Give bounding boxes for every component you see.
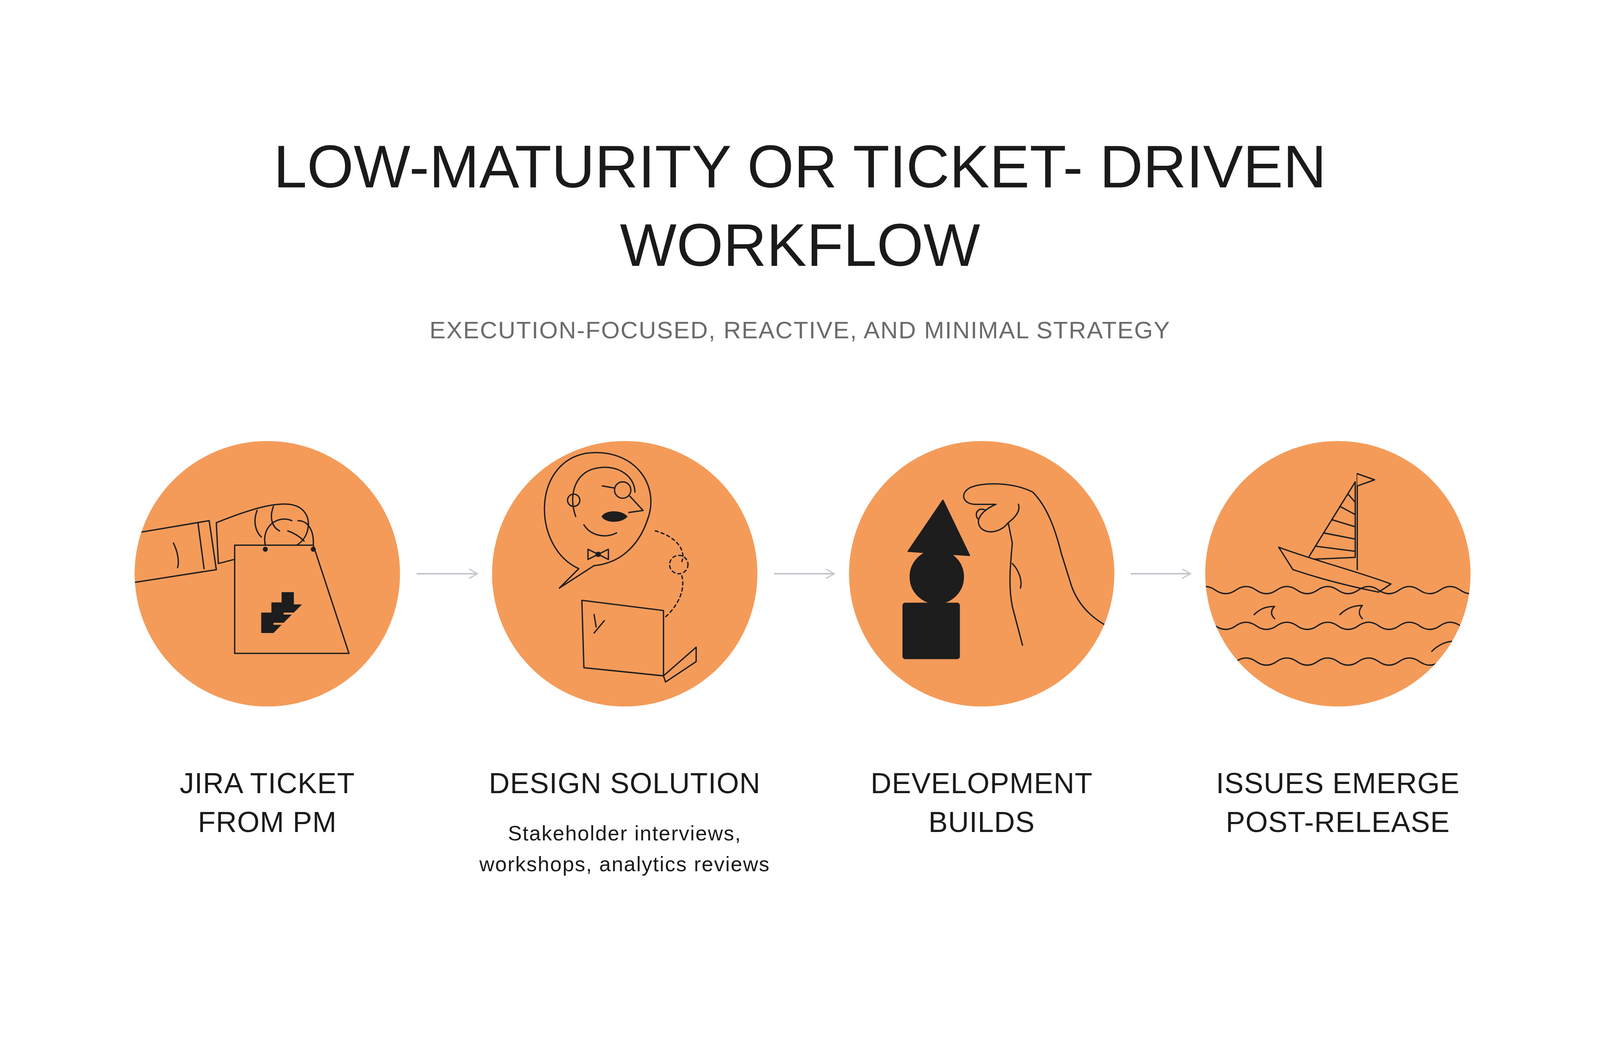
flow-arrow	[416, 572, 478, 575]
boat-illustration	[1194, 441, 1502, 707]
step-heading: ISSUES EMERGE POST-RELEASE	[1197, 763, 1478, 842]
flow-arrow	[773, 572, 835, 575]
step-circle	[849, 441, 1115, 707]
diagram-title: LOW-MATURITY OR TICKET- DRIVEN WORKFLOW	[239, 127, 1361, 285]
step-caption: ISSUES EMERGE POST-RELEASE	[1197, 763, 1478, 842]
step-circle-node: JIRA TICKET FROM PM	[134, 440, 401, 707]
step-heading: DESIGN SOLUTION	[460, 763, 789, 803]
step-circle-node: DESIGN SOLUTIONStakeholder interviews, w…	[491, 440, 758, 707]
jira-bag-illustration	[124, 441, 401, 707]
step-heading: JIRA TICKET FROM PM	[139, 763, 396, 842]
step-caption: JIRA TICKET FROM PM	[139, 763, 396, 842]
step-caption: DEVELOPMENT BUILDS	[845, 763, 1118, 842]
step-caption: DESIGN SOLUTION Stakeholder interviews, w…	[460, 763, 789, 880]
step-circle-node: DEVELOPMENT BUILDS	[848, 440, 1115, 707]
blocks-illustration	[849, 441, 1125, 707]
step-heading: DEVELOPMENT BUILDS	[845, 763, 1118, 842]
step-circle	[492, 441, 758, 707]
step-circle	[1205, 441, 1471, 707]
flow-arrow	[1130, 572, 1191, 575]
subtitle: EXECUTION-FOCUSED, REACTIVE, AND MINIMAL…	[80, 316, 1520, 344]
step-circle-node: ISSUES EMERGE POST-RELEASE	[1205, 440, 1471, 707]
step-description: Stakeholder interviews, workshops, analy…	[460, 817, 789, 880]
design-illustration	[492, 441, 758, 707]
